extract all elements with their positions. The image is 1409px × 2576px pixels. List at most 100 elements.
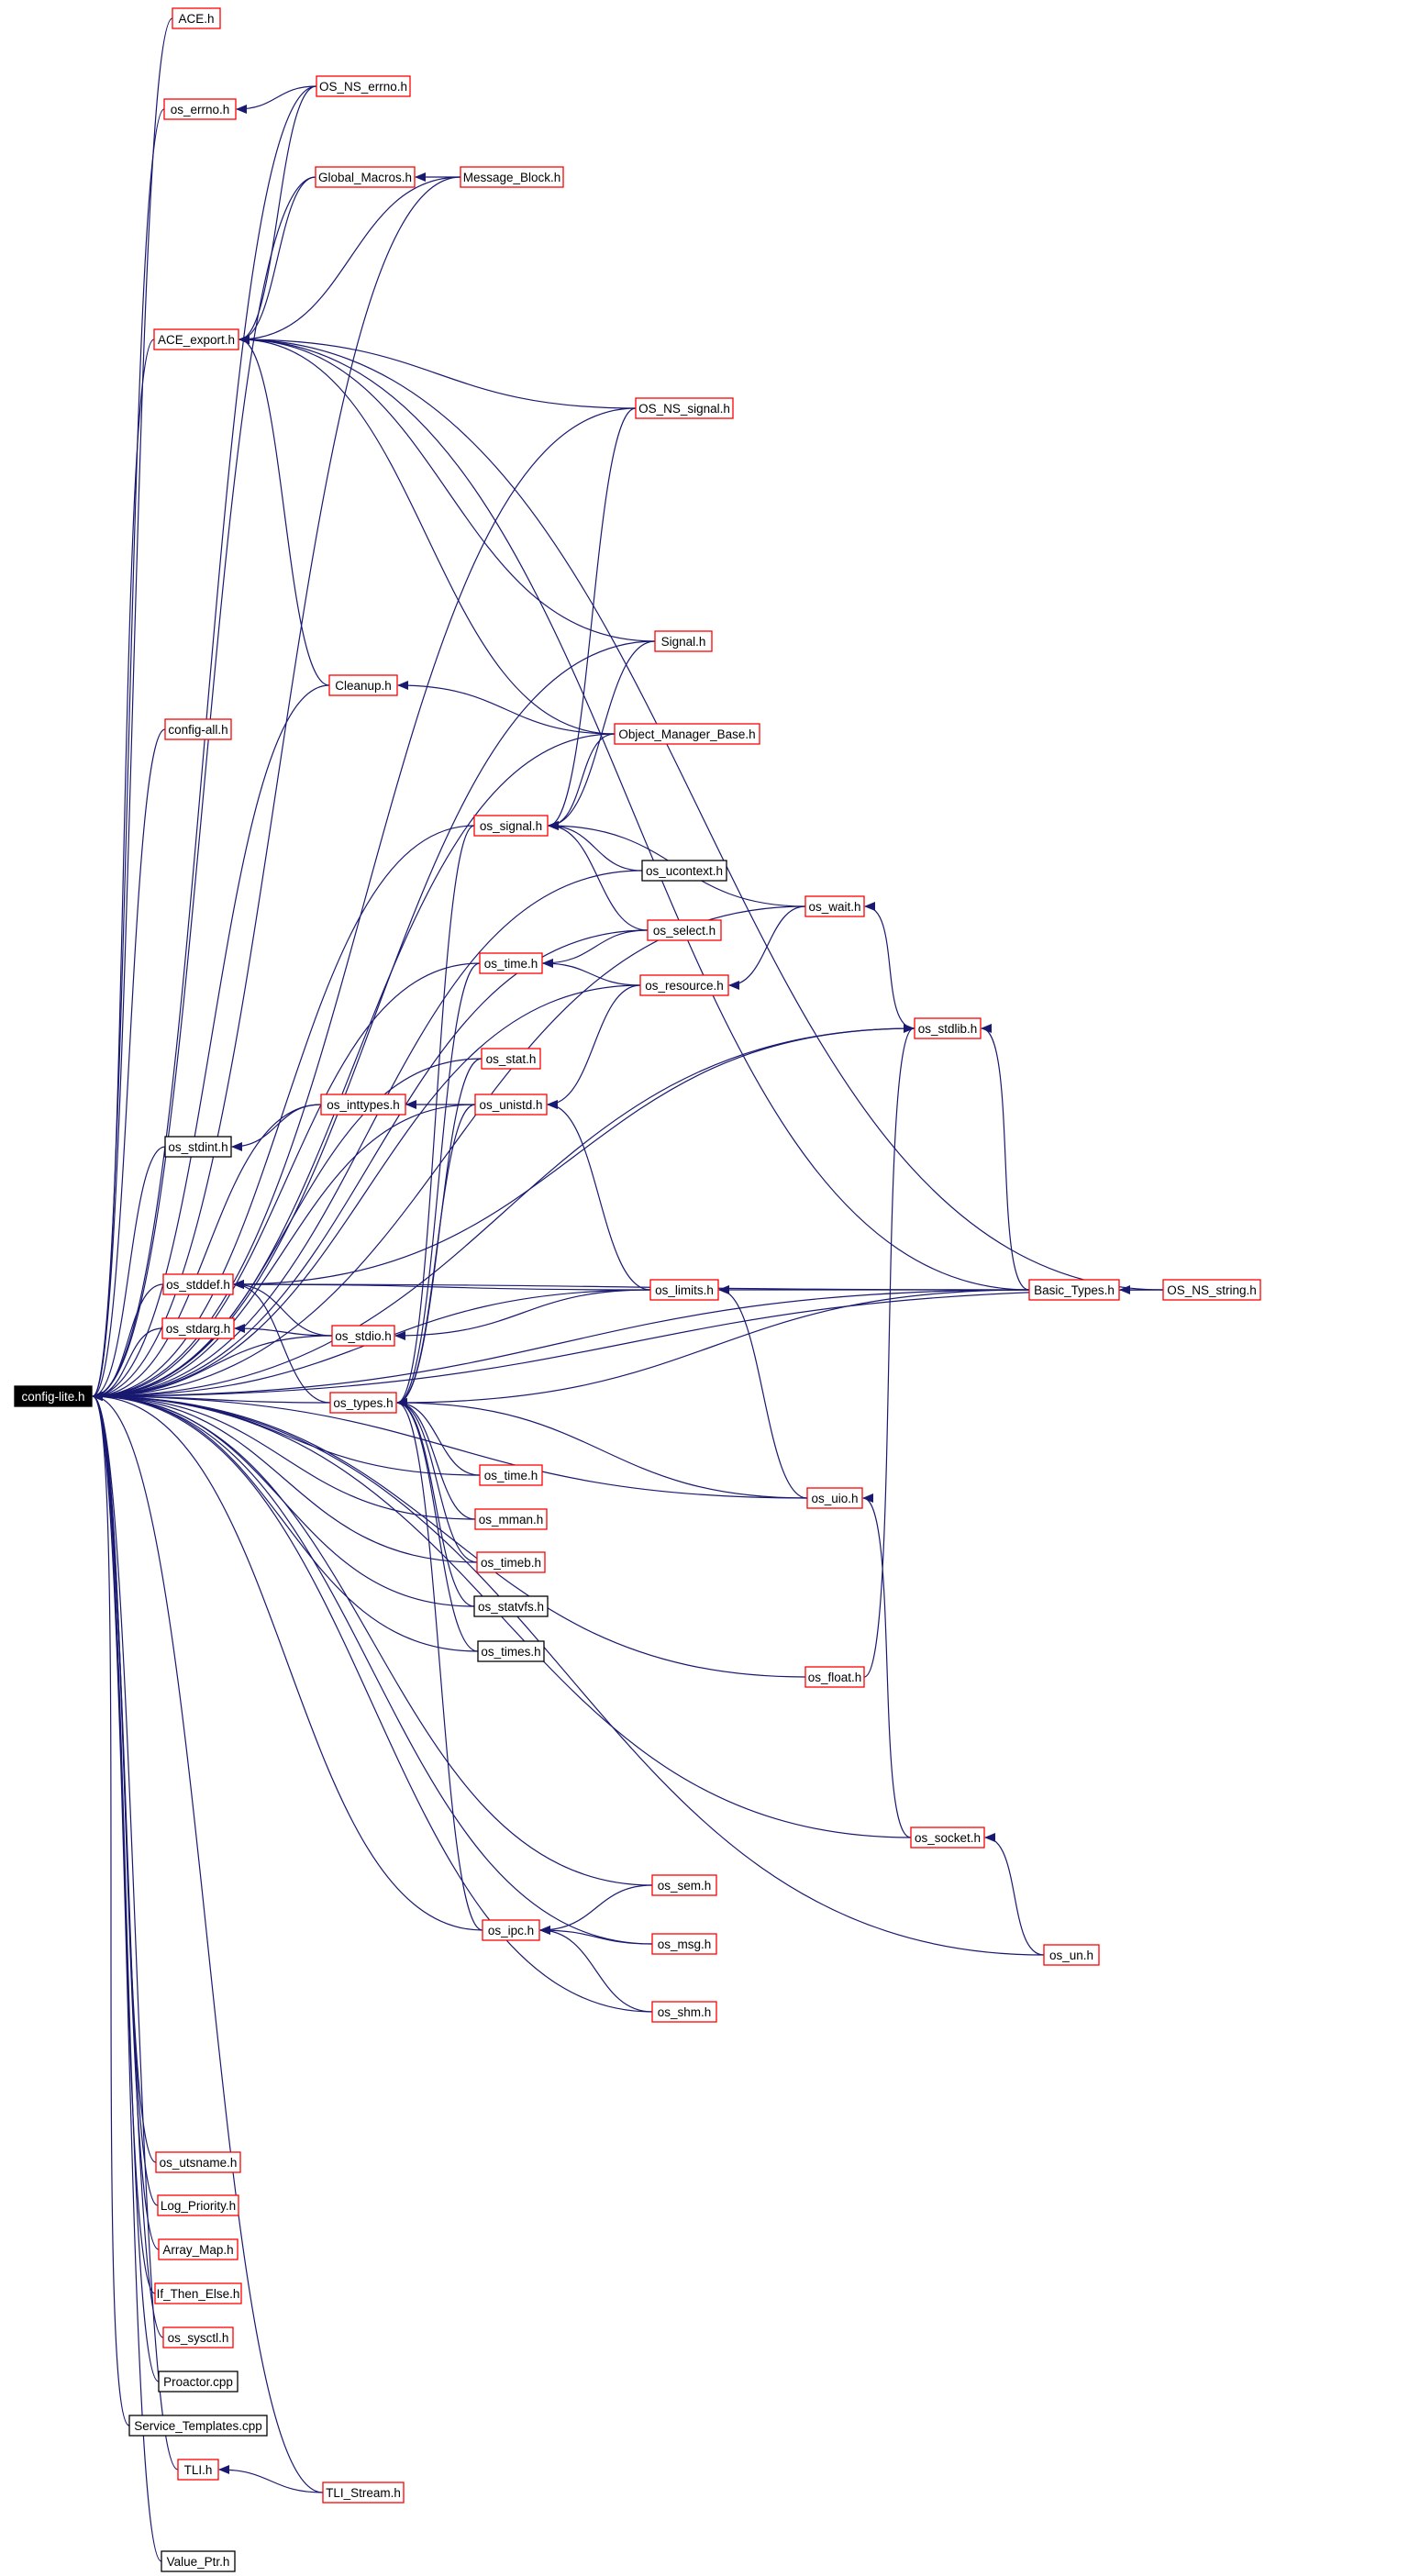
node-os-uio[interactable]: os_uio.h [806,1487,863,1509]
node-os-sysctl[interactable]: os_sysctl.h [162,2326,234,2348]
edge-os_mman-to-config_lite [92,1392,476,1520]
node-global-macros[interactable]: Global_Macros.h [315,166,416,188]
node-value-ptr[interactable]: Value_Ptr.h [161,2550,236,2572]
edge-os_ns_string-to-config_lite [92,1289,1164,1401]
node-box [315,166,416,188]
node-label: os_wait.h [808,900,860,914]
edge-os_sem-to-os_ipc [539,1884,653,1935]
node-label: TLI_Stream.h [326,2486,401,2500]
node-if-then-else[interactable]: If_Then_Else.h [154,2282,242,2304]
node-config-all[interactable]: config-all.h [164,718,232,740]
node-os-stdlib[interactable]: os_stdlib.h [914,1017,982,1039]
edge-signal-to-ace_export [239,335,656,642]
node-label: Object_Manager_Base.h [618,727,755,741]
node-os-stdio[interactable]: os_stdio.h [331,1325,395,1347]
node-os-statvfs[interactable]: os_statvfs.h [473,1595,549,1617]
node-cleanup[interactable]: Cleanup.h [328,674,398,696]
node-os-mman[interactable]: os_mman.h [474,1508,548,1530]
edge-global_macros-to-config_lite [92,176,316,1401]
edge-ace_export-to-config_lite [92,339,155,1401]
node-os-timeb[interactable]: os_timeb.h [476,1551,546,1573]
node-os-signal[interactable]: os_signal.h [473,815,549,837]
node-label: os_sem.h [658,1879,712,1893]
node-box [1162,1279,1261,1301]
node-os-types[interactable]: os_types.h [329,1392,397,1414]
edge-os_sem-to-config_lite [92,1392,653,1886]
node-ace[interactable]: ACE.h [172,7,221,29]
node-os-socket[interactable]: os_socket.h [910,1827,985,1849]
edge-os_shm-to-os_ipc [539,1926,653,2013]
node-os-ns-signal[interactable]: OS_NS_signal.h [635,397,734,419]
node-os-limits[interactable]: os_limits.h [649,1279,719,1301]
edge-os_resource-to-os_unistd [547,984,641,1109]
node-os-times[interactable]: os_times.h [477,1640,545,1662]
node-os-msg[interactable]: os_msg.h [651,1933,717,1955]
node-os-resource[interactable]: os_resource.h [639,974,729,996]
node-array-map[interactable]: Array_Map.h [158,2238,239,2260]
node-label: os_float.h [808,1671,862,1684]
node-log-priority[interactable]: Log_Priority.h [157,2194,239,2216]
node-tli-stream[interactable]: TLI_Stream.h [322,2482,405,2504]
node-os-errno[interactable]: os_errno.h [163,98,237,120]
node-os-unistd[interactable]: os_unistd.h [474,1094,548,1116]
edge-os_limits-to-os_stdio [394,1289,651,1340]
edge-os_resource-to-os_time_a [542,959,641,986]
node-box [473,1595,549,1617]
node-os-shm[interactable]: os_shm.h [651,2001,717,2023]
node-os-float[interactable]: os_float.h [804,1666,865,1688]
node-box [1043,1944,1100,1966]
node-os-ns-errno[interactable]: OS_NS_errno.h [316,75,411,97]
node-proactor-cpp[interactable]: Proactor.cpp [158,2371,239,2393]
node-box [172,7,221,29]
node-box [158,2371,239,2393]
node-signal[interactable]: Signal.h [654,630,713,652]
node-label: OS_NS_errno.h [319,80,407,94]
node-box [481,1048,541,1070]
edge-os_ipc-to-config_lite [92,1392,483,1931]
node-box [153,328,239,350]
node-message-block[interactable]: Message_Block.h [460,166,564,188]
node-os-utsname[interactable]: os_utsname.h [155,2151,241,2173]
node-box [473,815,549,837]
node-label: OS_NS_string.h [1167,1283,1257,1297]
edge-os_ns_string-to-ace_export [239,335,1164,1291]
node-box [641,860,727,882]
node-os-inttypes[interactable]: os_inttypes.h [320,1094,406,1116]
node-label: os_time.h [484,957,538,971]
edge-os_errno-to-config_lite [92,108,165,1401]
node-service-templates-cpp[interactable]: Service_Templates.cpp [128,2415,268,2437]
edge-os_unistd-to-os_types [396,1104,476,1407]
edge-os_stdio-to-os_stddef [233,1280,333,1337]
node-label: os_resource.h [645,979,724,993]
node-os-un[interactable]: os_un.h [1043,1944,1100,1966]
nodes-layer: config-lite.h ACE.hOS_NS_errno.h os_errno.… [14,7,1261,2572]
edge-os_ns_errno-to-ace_export [239,85,317,344]
node-box [914,1017,982,1039]
node-os-time-a[interactable]: os_time.h [479,952,543,974]
edge-os_types-to-os_stddef [233,1280,331,1404]
node-os-select[interactable]: os_select.h [647,919,722,941]
edge-basic_types-to-config_lite [92,1289,1030,1401]
node-os-ns-string[interactable]: OS_NS_string.h [1162,1279,1261,1301]
node-os-ucontext[interactable]: os_ucontext.h [641,860,727,882]
node-os-stdint[interactable]: os_stdint.h [164,1136,232,1158]
node-os-stddef[interactable]: os_stddef.h [162,1273,234,1295]
node-object-manager-base[interactable]: Object_Manager_Base.h [614,723,760,745]
node-box [177,2459,219,2481]
edge-tli_stream-to-tli [218,2465,324,2493]
node-ace-export[interactable]: ACE_export.h [153,328,239,350]
node-label: config-lite.h [21,1390,84,1404]
node-basic-types[interactable]: Basic_Types.h [1028,1279,1120,1301]
node-box [639,974,729,996]
node-os-stat[interactable]: os_stat.h [481,1048,541,1070]
edge-tli-to-config_lite [92,1392,179,2471]
node-os-wait[interactable]: os_wait.h [804,895,865,917]
node-label: Signal.h [661,635,706,649]
node-os-ipc[interactable]: os_ipc.h [482,1919,540,1941]
node-os-stdarg[interactable]: os_stdarg.h [161,1317,235,1339]
node-os-sem[interactable]: os_sem.h [651,1874,717,1896]
node-box [910,1827,985,1849]
node-tli[interactable]: TLI.h [177,2459,219,2481]
node-os-time-b[interactable]: os_time.h [479,1464,543,1486]
